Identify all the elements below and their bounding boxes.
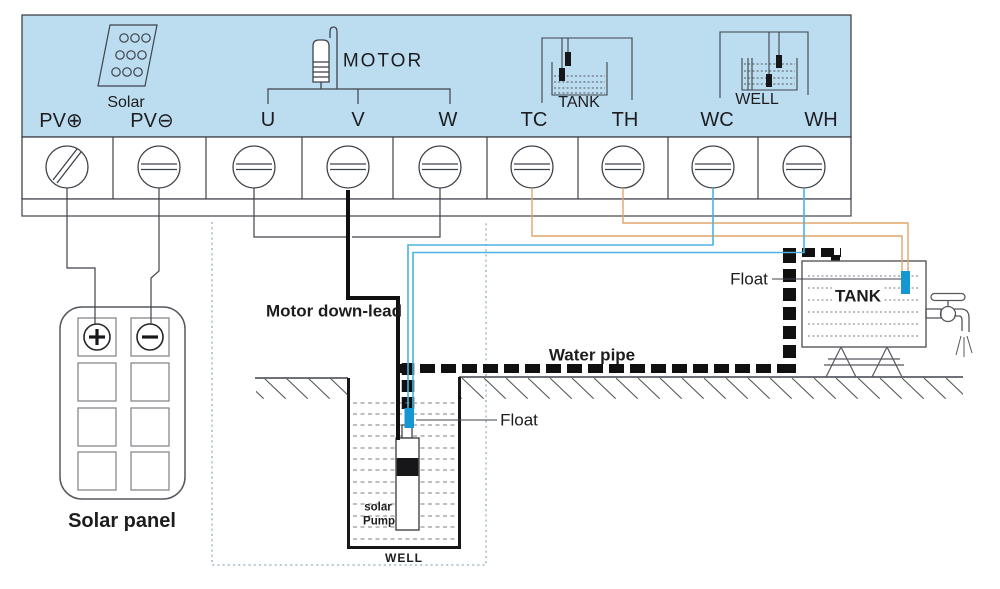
- solar-panel: [59, 306, 186, 500]
- terminal-label-pv-plus: PV⊕: [39, 110, 83, 132]
- terminal-label-tc: TC: [520, 109, 548, 131]
- terminal-screws: [45, 145, 826, 189]
- terminal-label-v: V: [351, 109, 365, 131]
- tank: [772, 260, 973, 378]
- motor-down-lead-wire: [346, 190, 400, 440]
- pump-label-line1: solar: [364, 501, 392, 514]
- solar-panel-caption: Solar panel: [68, 510, 176, 532]
- tank-icon-label: TANK: [558, 94, 600, 111]
- screw-th: [601, 145, 645, 189]
- motor-icon: [312, 26, 338, 89]
- uvw-wires: [253, 188, 441, 238]
- diagram-boundary: [211, 222, 487, 566]
- tank-float-label: Float: [730, 269, 768, 289]
- well-float-wires: [407, 188, 805, 411]
- terminal-label-w: W: [438, 109, 458, 131]
- terminal-label-wc: WC: [700, 109, 734, 131]
- screw-u: [232, 145, 276, 189]
- well-float: [404, 408, 414, 428]
- well-water: [353, 402, 455, 540]
- screw-wc: [691, 145, 735, 189]
- terminal-dividers: [112, 137, 759, 199]
- screw-v: [326, 145, 370, 189]
- terminal-label-wh: WH: [804, 109, 838, 131]
- screw-w: [418, 145, 462, 189]
- well-icon-mini: [719, 31, 809, 98]
- well-caption: WELL: [385, 551, 423, 565]
- pump-label-line2: Pump: [363, 515, 395, 528]
- solar-icon-label: Solar: [107, 94, 145, 111]
- tank-icon-mini: [541, 37, 633, 103]
- screw-wh: [782, 145, 826, 189]
- water-pipe-label: Water pipe: [548, 345, 636, 365]
- terminal-label-th: TH: [611, 109, 639, 131]
- screw-tc: [510, 145, 554, 189]
- motor-down-lead-label: Motor down-lead: [266, 301, 402, 321]
- motor-icon-label: MOTOR: [342, 50, 424, 72]
- screw-pv-minus: [137, 145, 181, 189]
- pv-wires: [66, 188, 160, 324]
- terminal-label-u: U: [260, 109, 276, 131]
- panel-minus-terminal: [136, 323, 164, 351]
- well-float-label: Float: [500, 410, 538, 430]
- solar-pump: [395, 424, 420, 531]
- terminal-label-pv-minus: PV⊖: [130, 110, 174, 132]
- well-icon-label: WELL: [735, 91, 779, 108]
- screw-pv-plus: [45, 145, 89, 189]
- tap-icon: [925, 292, 973, 357]
- well: [347, 377, 497, 549]
- tank-float-wires: [531, 188, 909, 272]
- panel-plus-terminal: [83, 323, 111, 351]
- tank-float: [901, 271, 910, 294]
- solar-icon: [97, 24, 158, 87]
- ground: [255, 376, 963, 399]
- tank-caption: TANK: [832, 287, 884, 305]
- uvw-bracket: [267, 88, 451, 104]
- tank-legs: [824, 346, 904, 378]
